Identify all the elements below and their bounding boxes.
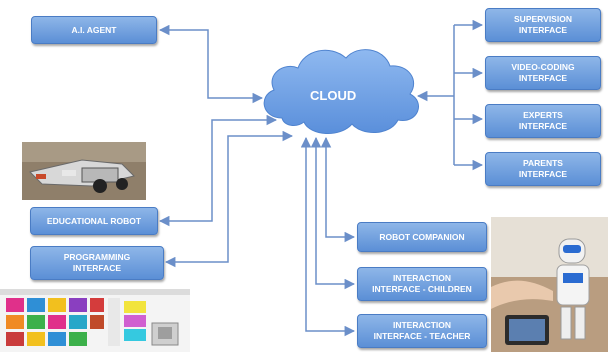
supervision-line-2: INTERFACE <box>518 25 568 35</box>
interaction-children-line-2: INTERFACE - CHILDREN <box>372 284 472 294</box>
video-coding-line-1: VIDEO-CODING <box>511 62 575 73</box>
arrow-interaction-teacher <box>300 136 356 337</box>
interaction-teacher-line-1: INTERACTION <box>392 320 452 331</box>
programming-line-1: PROGRAMMING <box>63 252 131 263</box>
arrow-programming <box>164 130 294 268</box>
ai-agent-box: A.I. AGENT <box>31 16 157 44</box>
arrow-ai-agent <box>158 24 264 104</box>
cloud-shape <box>263 49 420 134</box>
robot-companion-photo <box>491 217 608 352</box>
arrow-educational-robot <box>158 114 278 227</box>
cloud-label: CLOUD <box>310 88 357 103</box>
interaction-teacher-line-2: INTERFACE - TEACHER <box>373 331 471 341</box>
experts-line-2: INTERFACE <box>518 121 568 131</box>
parents-line-2: INTERFACE <box>518 169 568 179</box>
arrow-interaction-children <box>310 136 356 290</box>
robot-companion-box: ROBOT COMPANION <box>357 222 487 252</box>
connectors <box>158 19 484 337</box>
video-coding-line-2: INTERFACE <box>518 73 568 83</box>
robot-companion-label: ROBOT COMPANION <box>379 231 465 242</box>
programming-interface-photo <box>0 289 190 352</box>
interaction-children-line-1: INTERACTION <box>392 273 452 284</box>
educational-robot-box: EDUCATIONAL ROBOT <box>30 207 158 235</box>
arrow-robot-companion <box>320 136 356 243</box>
educational-robot-photo <box>22 142 146 200</box>
programming-line-2: INTERFACE <box>72 263 122 273</box>
experts-line-1: EXPERTS <box>523 110 563 121</box>
parents-line-1: PARENTS <box>522 158 563 169</box>
ai-agent-label: A.I. AGENT <box>71 24 117 35</box>
educational-robot-label: EDUCATIONAL ROBOT <box>46 215 142 226</box>
supervision-line-1: SUPERVISION <box>514 14 572 25</box>
